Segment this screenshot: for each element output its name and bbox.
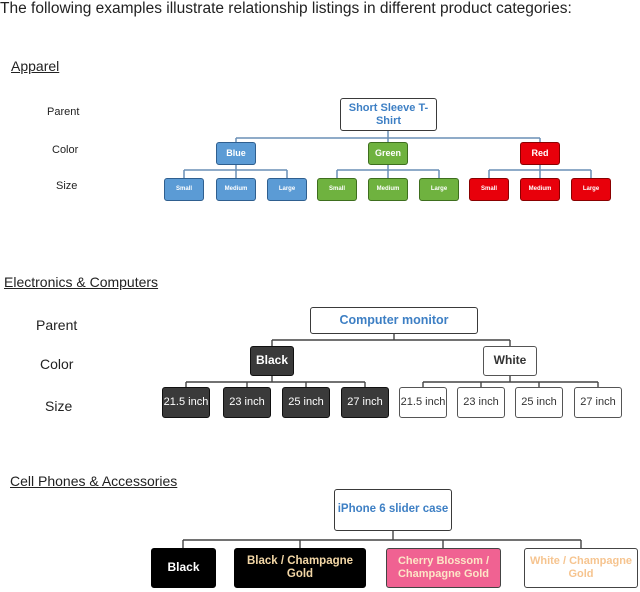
parent-node-monitor: Computer monitor bbox=[310, 307, 478, 334]
level-label-size: Size bbox=[56, 180, 78, 192]
intro-text: The following examples illustrate relati… bbox=[0, 0, 572, 17]
size-node-red-small: Small bbox=[469, 178, 509, 201]
parent-node-tshirt: Short Sleeve T-Shirt bbox=[340, 98, 437, 131]
color-node-white-champagne-gold: White / Champagne Gold bbox=[524, 548, 638, 588]
level-label-parent: Parent bbox=[36, 317, 78, 333]
section-title-apparel: Apparel bbox=[11, 58, 60, 74]
level-label-size: Size bbox=[45, 398, 73, 414]
size-node-black-27: 27 inch bbox=[341, 387, 389, 418]
level-label-parent: Parent bbox=[47, 106, 80, 118]
size-node-blue-small: Small bbox=[164, 178, 204, 201]
size-node-black-25: 25 inch bbox=[282, 387, 330, 418]
color-node-white: White bbox=[483, 346, 537, 376]
size-node-black-23: 23 inch bbox=[223, 387, 271, 418]
size-node-white-23: 23 inch bbox=[457, 387, 505, 418]
section-title-phones: Cell Phones & Accessories bbox=[10, 473, 178, 489]
size-node-green-small: Small bbox=[317, 178, 357, 201]
size-node-blue-medium: Medium bbox=[216, 178, 256, 201]
color-node-black: Black bbox=[250, 346, 294, 376]
color-node-green: Green bbox=[368, 142, 408, 165]
size-node-white-21.5: 21.5 inch bbox=[399, 387, 447, 418]
size-node-black-21.5: 21.5 inch bbox=[162, 387, 210, 418]
level-label-color: Color bbox=[52, 144, 79, 156]
size-node-green-large: Large bbox=[419, 178, 459, 201]
level-label-color: Color bbox=[40, 356, 74, 372]
section-title-electronics: Electronics & Computers bbox=[4, 274, 159, 290]
color-node-black: Black bbox=[151, 548, 216, 588]
size-node-white-25: 25 inch bbox=[515, 387, 563, 418]
size-node-red-large: Large bbox=[571, 178, 611, 201]
color-node-black-champagne-gold: Black / Champagne Gold bbox=[234, 548, 366, 588]
color-node-cherry-blossom-champagne-gold: Cherry Blossom / Champagne Gold bbox=[386, 548, 501, 588]
parent-node-iphone-case: iPhone 6 slider case bbox=[334, 489, 452, 531]
size-node-blue-large: Large bbox=[267, 178, 307, 201]
color-node-red: Red bbox=[520, 142, 560, 165]
color-node-blue: Blue bbox=[216, 142, 256, 165]
size-node-red-medium: Medium bbox=[520, 178, 560, 201]
size-node-white-27: 27 inch bbox=[574, 387, 622, 418]
size-node-green-medium: Medium bbox=[368, 178, 408, 201]
